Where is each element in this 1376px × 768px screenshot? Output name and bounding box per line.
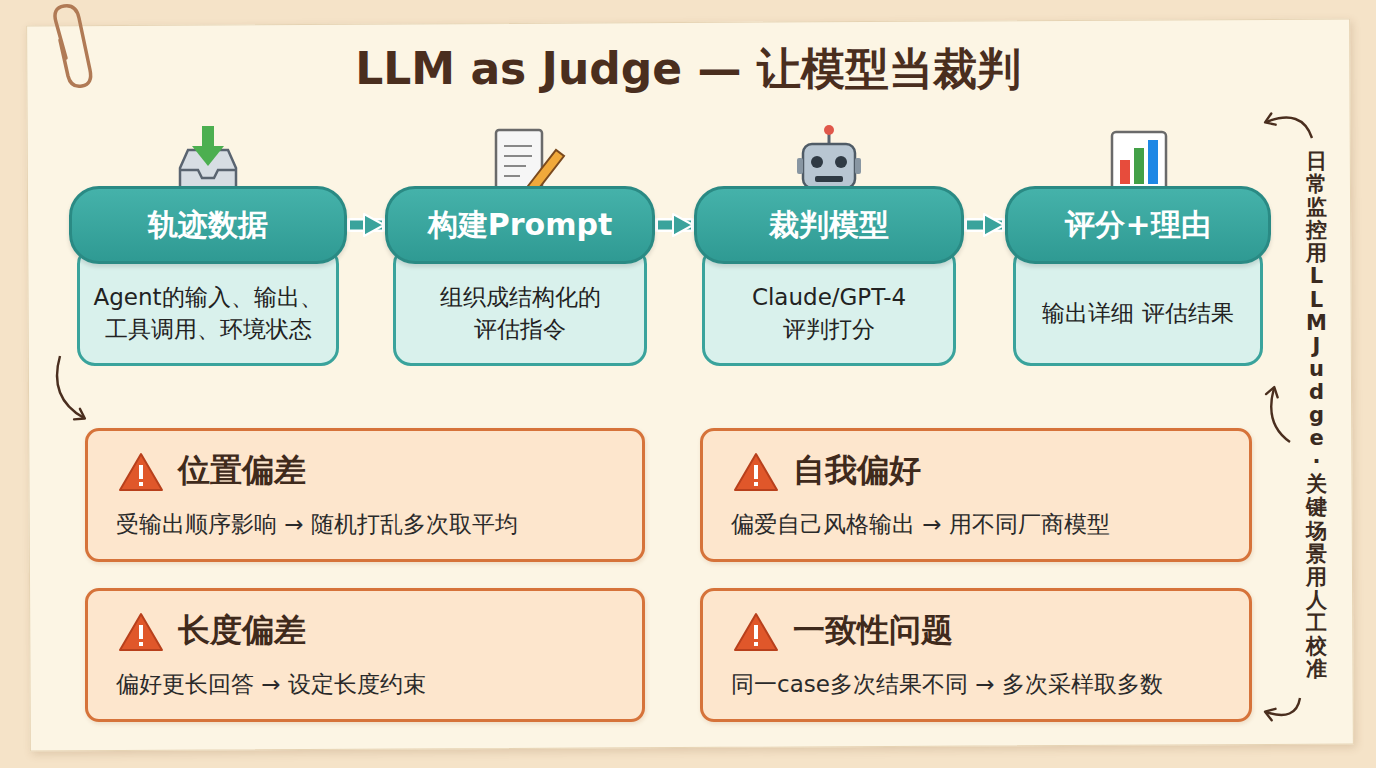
arrow-shaft	[658, 221, 691, 230]
step-title: 轨迹数据	[148, 205, 268, 246]
card-description: 偏爱自己风格输出 → 用不同厂商模型	[731, 509, 1110, 540]
paperclip	[55, 6, 91, 87]
step-title: 裁判模型	[769, 205, 889, 246]
step-description: 组织成结构化的 评估指令	[406, 281, 634, 345]
curved-arrow	[57, 356, 84, 418]
warning-card: 位置偏差受输出顺序影响 → 随机打乱多次取平均	[85, 428, 645, 562]
arrow-shaft	[967, 221, 1002, 230]
step-description: Claude/GPT-4 评判打分	[715, 281, 943, 345]
arrow-outline	[967, 218, 1002, 232]
flow-arrow	[350, 225, 382, 226]
card-description: 受输出顺序影响 → 随机打乱多次取平均	[116, 509, 518, 540]
warning-card: 自我偏好偏爱自己风格输出 → 用不同厂商模型	[700, 428, 1252, 562]
curved-arrow	[1271, 388, 1290, 442]
title: LLM as Judge — 让模型当裁判	[0, 40, 1376, 99]
step-header: 构建Prompt	[385, 186, 655, 264]
warning-icon	[118, 611, 164, 653]
step-header: 裁判模型	[694, 186, 964, 264]
process-step: 裁判模型 Claude/GPT-4 评判打分	[694, 186, 964, 366]
step-title: 构建Prompt	[428, 205, 612, 246]
step-body: Claude/GPT-4 评判打分	[702, 246, 956, 366]
flow-arrow	[658, 225, 691, 226]
card-description: 同一case多次结果不同 → 多次采样取多数	[731, 669, 1163, 700]
card-title: 一致性问题	[793, 609, 953, 653]
warning-icon	[733, 611, 779, 653]
card-title: 长度偏差	[178, 609, 306, 653]
flow-arrow	[967, 225, 1002, 226]
process-step: 评分+理由输出详细 评估结果	[1005, 186, 1271, 366]
arrow-outline	[658, 218, 691, 232]
curved-arrow	[1266, 698, 1300, 715]
step-description: Agent的输入、输出、 工具调用、环境状态	[90, 281, 326, 345]
arrow-outline	[350, 218, 382, 232]
step-description: 输出详细 评估结果	[1042, 297, 1233, 329]
curved-arrow	[1266, 118, 1312, 138]
arrow-shaft	[350, 221, 382, 230]
notepad-icon	[496, 130, 564, 194]
warning-icon	[733, 451, 779, 493]
step-body: Agent的输入、输出、 工具调用、环境状态	[77, 246, 339, 366]
warning-icon	[118, 451, 164, 493]
step-header: 评分+理由	[1005, 186, 1271, 264]
inbox-icon	[180, 126, 236, 192]
card-title: 自我偏好	[793, 449, 921, 493]
warning-card: 一致性问题同一case多次结果不同 → 多次采样取多数	[700, 588, 1252, 722]
card-description: 偏好更长回答 → 设定长度约束	[116, 669, 426, 700]
warning-card: 长度偏差偏好更长回答 → 设定长度约束	[85, 588, 645, 722]
step-body: 组织成结构化的 评估指令	[393, 246, 647, 366]
step-header: 轨迹数据	[69, 186, 347, 264]
process-step: 构建Prompt 组织成结构化的 评估指令	[385, 186, 655, 366]
process-step: 轨迹数据 Agent的输入、输出、 工具调用、环境状态	[69, 186, 347, 366]
robot-icon	[797, 125, 861, 188]
step-body: 输出详细 评估结果	[1013, 246, 1263, 366]
card-title: 位置偏差	[178, 449, 306, 493]
side-note: 日常监控用LLM Judge · 关键场景用人工校准	[1306, 150, 1327, 681]
step-title: 评分+理由	[1065, 205, 1210, 246]
bar-chart-icon	[1112, 132, 1166, 190]
